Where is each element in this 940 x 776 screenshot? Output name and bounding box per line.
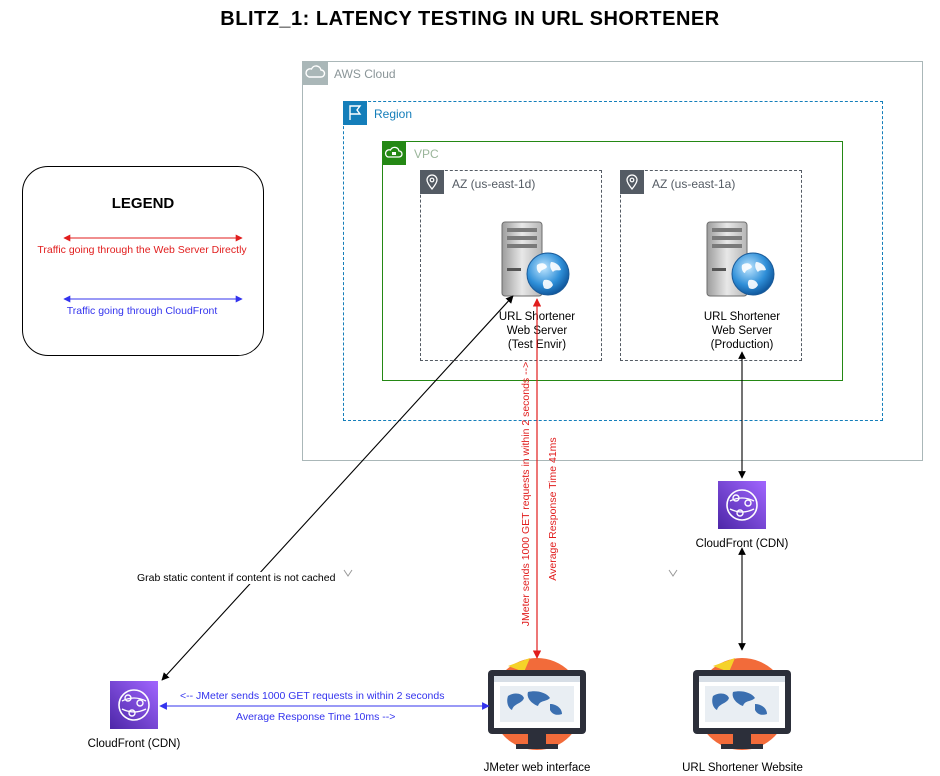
test-web-server-icon: [501, 221, 570, 297]
legend-title: LEGEND: [111, 195, 175, 212]
grab-static-label: Grab static content if content is not ca…: [137, 572, 336, 584]
prod-server-label-line1: URL Shortener: [703, 311, 781, 323]
aws-cloud-label: AWS Cloud: [334, 67, 396, 81]
cloudfront-left-label: CloudFront (CDN): [87, 738, 181, 750]
aws-cloud-icon: [302, 61, 328, 85]
az2-location-icon: [620, 170, 644, 194]
az1-label: AZ (us-east-1d): [452, 177, 536, 191]
waypoint-glyph-left: [343, 569, 353, 577]
vertical-red-label: JMeter sends 1000 GET requests in within…: [520, 361, 532, 627]
cloudfront-right-icon: [718, 481, 766, 529]
url-shortener-website-icon: [693, 658, 791, 750]
prod-server-label-line3: (Production): [710, 339, 774, 351]
prod-server-label: URL Shortener Web Server (Production): [692, 310, 792, 352]
region-label: Region: [374, 107, 413, 121]
test-server-to-cloudfront-edge: [161, 295, 514, 681]
website-label: URL Shortener Website: [682, 762, 803, 774]
bottom-blue-label-1: <-- JMeter sends 1000 GET requests in wi…: [180, 690, 445, 702]
cloudfront-right-label: CloudFront (CDN): [695, 538, 789, 550]
diagram-title: BLITZ_1: LATENCY TESTING IN URL SHORTENE…: [220, 8, 720, 30]
production-web-server-icon: [706, 221, 775, 297]
az-us-east-1a-group: [620, 170, 802, 361]
vpc-icon: [382, 141, 406, 165]
az2-label: AZ (us-east-1a): [652, 177, 736, 191]
vertical-avg-label: Average Response Time 41ms: [547, 437, 559, 581]
aws-cloud-group: [302, 61, 923, 461]
region-flag-icon: [343, 101, 367, 125]
jmeter-label: JMeter web interface: [483, 762, 591, 774]
cloudfront-left-icon: [110, 681, 158, 729]
az1-location-icon: [420, 170, 444, 194]
jmeter-web-interface-icon: [488, 658, 586, 750]
legend-red-label: Traffic going through the Web Server Dir…: [37, 244, 247, 256]
region-group: [343, 101, 883, 421]
prod-server-label-line2: Web Server: [711, 325, 773, 337]
waypoint-glyph-right: [668, 569, 678, 577]
bottom-blue-label-2: Average Response Time 10ms -->: [236, 711, 396, 723]
vpc-group: [382, 141, 843, 381]
vpc-label: VPC: [414, 147, 439, 161]
